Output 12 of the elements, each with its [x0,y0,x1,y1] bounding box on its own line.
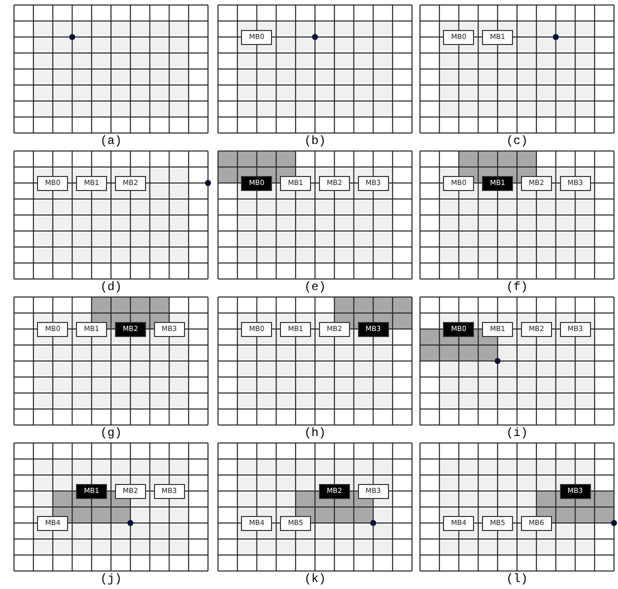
panel-caption: (j) [99,572,123,586]
panel-caption: (i) [505,426,529,440]
panel-caption: (c) [505,134,529,148]
panel-caption: (l) [505,572,529,586]
panel-caption: (f) [505,280,529,294]
panel-caption: (h) [303,426,327,440]
panel-caption: (d) [99,280,123,294]
panel-caption: (b) [303,134,327,148]
panel-caption: (k) [303,572,327,586]
panel-caption: (a) [99,134,123,148]
panel-caption: (g) [99,426,123,440]
panel-caption: (e) [303,280,327,294]
